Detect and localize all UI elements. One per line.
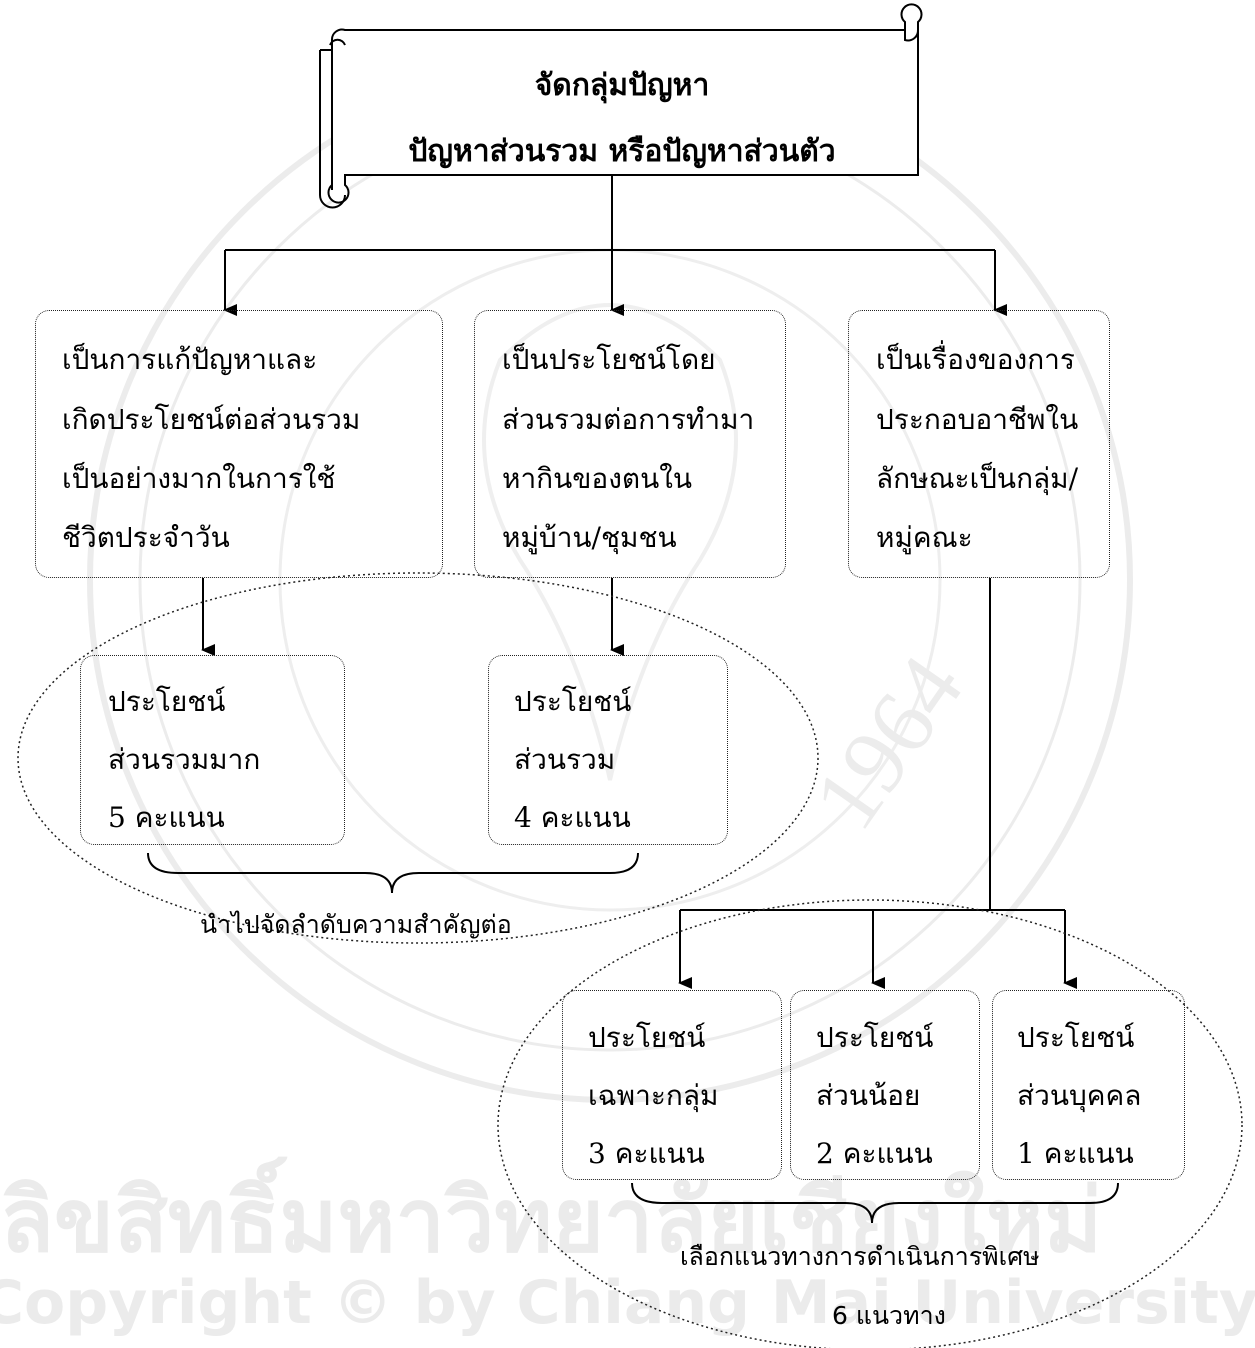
benefit-major-common-score: 5 คะแนน (108, 801, 225, 834)
caption-right-group-line-1: เลือกแนวทางการดำเนินการพิเศษ (680, 1242, 1040, 1271)
benefit-box-minor (790, 990, 980, 1180)
benefit-group-score: 3 คะแนน (588, 1137, 705, 1170)
benefit-minor-score: 2 คะแนน (816, 1137, 933, 1170)
benefit-box-common (488, 655, 728, 845)
branch-box-right (848, 310, 1110, 578)
branch-right-line-3: ลักษณะเป็นกลุ่ม/ (876, 462, 1079, 495)
benefit-individual-score: 1 คะแนน (1017, 1137, 1134, 1170)
branch-left-line-2: เกิดประโยชน์ต่อส่วนรวม (62, 403, 361, 436)
benefit-box-individual (992, 990, 1185, 1180)
benefit-group-line-1: ประโยชน์ (588, 1021, 706, 1054)
caption-left-group: นำไปจัดลำดับความสำคัญต่อ (200, 910, 512, 939)
benefit-minor-line-1: ประโยชน์ (816, 1021, 934, 1054)
branch-right-line-2: ประกอบอาชีพใน (876, 403, 1079, 436)
benefit-individual-line-1: ประโยชน์ (1017, 1021, 1135, 1054)
brace-left (147, 852, 639, 894)
watermark-copyright-text: Copyright © by Chiang Mai University (0, 1268, 1255, 1338)
benefit-common-line-2: ส่วนรวม (514, 743, 616, 776)
branch-left-line-4: ชีวิตประจำวัน (62, 521, 230, 554)
branch-middle-line-1: เป็นประโยชน์โดย (502, 343, 716, 376)
benefit-common-score: 4 คะแนน (514, 801, 631, 834)
branch-middle-line-2: ส่วนรวมต่อการทำมา (502, 403, 755, 436)
title-line-2: ปัญหาส่วนรวม หรือปัญหาส่วนตัว (408, 134, 836, 169)
title-line-1: จัดกลุ่มปัญหา (534, 68, 710, 103)
benefit-minor-line-2: ส่วนน้อย (816, 1079, 921, 1112)
branch-box-left (35, 310, 443, 578)
branch-right-line-1: เป็นเรื่องของการ (876, 343, 1075, 376)
branch-left-line-3: เป็นอย่างมากในการใช้ (62, 462, 336, 495)
benefit-major-common-line-1: ประโยชน์ (108, 685, 226, 718)
benefit-individual-line-2: ส่วนบุคคล (1017, 1079, 1142, 1112)
group-ellipse-right (497, 899, 1243, 1348)
benefit-major-common-line-2: ส่วนรวมมาก (108, 743, 261, 776)
branch-box-middle (474, 310, 786, 578)
caption-right-group-line-2: 6 แนวทาง (832, 1301, 946, 1330)
group-ellipse-left (17, 572, 819, 944)
title-scroll-banner (319, 3, 923, 209)
branch-left-line-1: เป็นการแก้ปัญหาและ (62, 343, 318, 376)
branch-middle-line-3: หากินของตนใน (502, 462, 693, 495)
watermark-thai-text: ลิขสิทธิ์มหาวิทยาลัยเชียงใหม่ (0, 1169, 1103, 1272)
benefit-box-group (562, 990, 782, 1180)
benefit-common-line-1: ประโยชน์ (514, 685, 632, 718)
brace-right (631, 1182, 1119, 1224)
benefit-box-major-common (80, 655, 345, 845)
branch-middle-line-4: หมู่บ้าน/ชุมชน (502, 521, 677, 554)
branch-right-line-4: หมู่คณะ (876, 521, 973, 554)
benefit-group-line-2: เฉพาะกลุ่ม (588, 1079, 719, 1112)
